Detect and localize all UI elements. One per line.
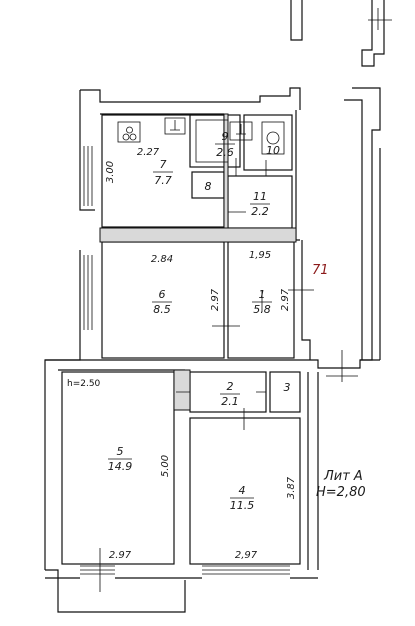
tick-marks xyxy=(99,158,358,592)
sink-icon xyxy=(164,117,186,135)
room-4-area: 11.5 xyxy=(230,499,255,512)
room-7-number: 7 xyxy=(160,158,167,171)
room-11-number: 11 xyxy=(253,190,267,203)
room-6-number: 6 xyxy=(159,288,166,301)
room-2-number: 2 xyxy=(227,380,234,393)
dim-r6-height: 2.97 xyxy=(210,288,221,311)
bathtub-icon xyxy=(195,119,229,163)
dim-r5-height: 5.00 xyxy=(160,455,171,477)
bath-sink-icon xyxy=(229,121,253,141)
dim-r6-width: 2.84 xyxy=(151,254,173,265)
fixtures xyxy=(117,117,285,163)
room-5-number: 5 xyxy=(117,445,124,458)
room-1-area: 5.8 xyxy=(253,303,271,316)
lit-height: H=2,80 xyxy=(316,485,366,500)
dim-r1-width: 1,95 xyxy=(249,250,271,261)
dim-r7-height: 3.00 xyxy=(105,161,116,183)
room-9-number: 9 xyxy=(222,130,229,143)
stove-icon xyxy=(117,121,141,143)
room-8-number: 8 xyxy=(205,180,212,193)
room-5-area: 14.9 xyxy=(108,460,133,473)
dim-r4-height: 3.87 xyxy=(286,476,297,499)
toilet-icon xyxy=(261,121,285,155)
room-11-area: 2.2 xyxy=(251,205,269,218)
room-1-number: 1 xyxy=(259,288,266,301)
apartment-number: 71 xyxy=(312,263,329,278)
room-4-number: 4 xyxy=(239,484,246,497)
room-2-area: 2.1 xyxy=(221,395,239,408)
interior-walls xyxy=(61,113,301,565)
dim-r5-width: 2.97 xyxy=(109,550,132,561)
dim-r4-width: 2,97 xyxy=(235,550,258,561)
room-7-area: 7.7 xyxy=(154,174,172,187)
dimensions: 2.27 3.00 2.84 2.97 1,95 2.97 2.97 5.00 … xyxy=(105,147,297,561)
dim-r7-width: 2.27 xyxy=(137,147,160,158)
ceiling-height-note: h=2.50 xyxy=(67,379,101,389)
room-9-area: 2.6 xyxy=(216,146,234,159)
room-3-number: 3 xyxy=(284,381,291,394)
room-6-area: 8.5 xyxy=(153,303,171,316)
room-10-number: 10 xyxy=(266,144,280,157)
room-labels: 7 7.7 9 2.6 10 8 11 2.2 6 8.5 1 5.8 2 2.… xyxy=(108,130,291,512)
dim-r1-height: 2.97 xyxy=(280,288,291,311)
lit-label: Лит А xyxy=(323,469,363,484)
